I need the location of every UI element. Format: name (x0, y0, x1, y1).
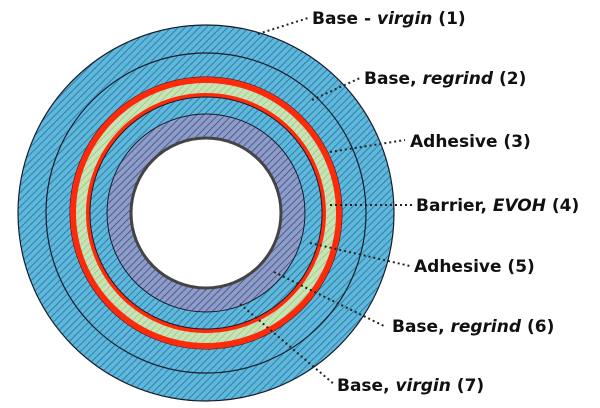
center-bore (129, 136, 283, 290)
label-layer-3: Adhesive (3) (410, 132, 531, 152)
leader-layer-6 (273, 271, 385, 327)
label-layer-7: Base, virgin (7) (337, 376, 484, 396)
leader-layer-7 (239, 303, 336, 386)
leader-layer-5 (309, 242, 411, 267)
label-layer-5: Adhesive (5) (414, 257, 535, 277)
leader-lines (239, 17, 412, 386)
label-layer-6: Base, regrind (6) (392, 317, 554, 337)
leader-layer-1 (257, 17, 309, 35)
leader-layer-2 (311, 77, 361, 101)
label-layer-4: Barrier, EVOH (4) (416, 196, 579, 216)
layer-3-adhesive (70, 77, 342, 349)
label-layer-1: Base - virgin (1) (312, 9, 466, 29)
layer-5-adhesive (86, 93, 326, 333)
label-layer-2: Base, regrind (2) (364, 69, 526, 89)
